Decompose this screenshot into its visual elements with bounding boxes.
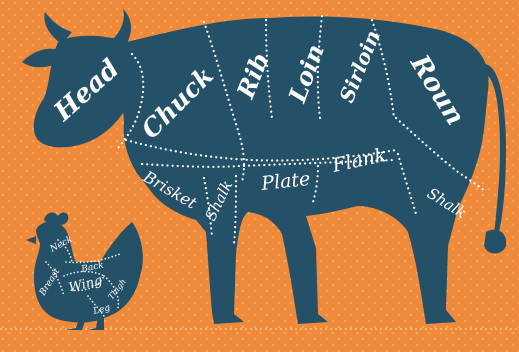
diagram-canvas: Head Chuck Rib Loin Sirloin Roun Brisket… — [0, 0, 519, 352]
meat-cuts-illustration: Head Chuck Rib Loin Sirloin Roun Brisket… — [0, 0, 519, 352]
